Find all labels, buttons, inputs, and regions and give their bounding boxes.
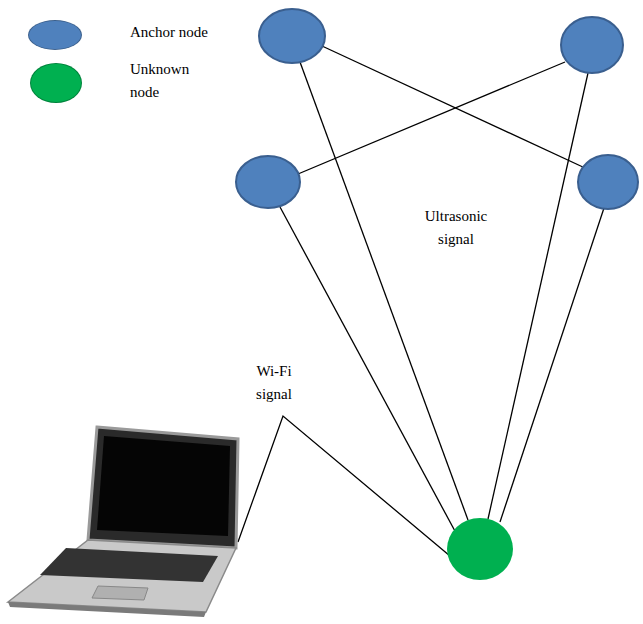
legend-text: Anchor node [130,21,250,44]
signal-label: Wi-Fi signal [246,360,302,407]
laptop-edge [8,602,206,617]
laptop-base [8,540,236,612]
laptop-screen [97,436,230,536]
legend-swatch [28,20,82,50]
laptop [8,427,238,617]
legend-text: Unknown node [130,58,194,105]
signal-label: Ultrasonic signal [415,205,497,252]
signal-lines [238,46,604,556]
laptop-touchpad [92,586,148,600]
anchor-nodes [236,9,638,209]
ultrasonic-line [488,73,588,519]
legend-swatch [30,63,82,103]
ultrasonic-line [298,62,565,174]
anchor-node [561,17,623,73]
unknown-node [447,518,513,580]
anchor-node [259,9,325,63]
wifi-line [238,416,450,556]
ultrasonic-line [280,207,456,533]
anchor-node [578,155,638,209]
laptop-keyboard [40,548,218,582]
ultrasonic-line [322,46,585,168]
anchor-node [236,156,300,208]
laptop-lid [88,427,238,548]
ultrasonic-line [500,208,604,522]
